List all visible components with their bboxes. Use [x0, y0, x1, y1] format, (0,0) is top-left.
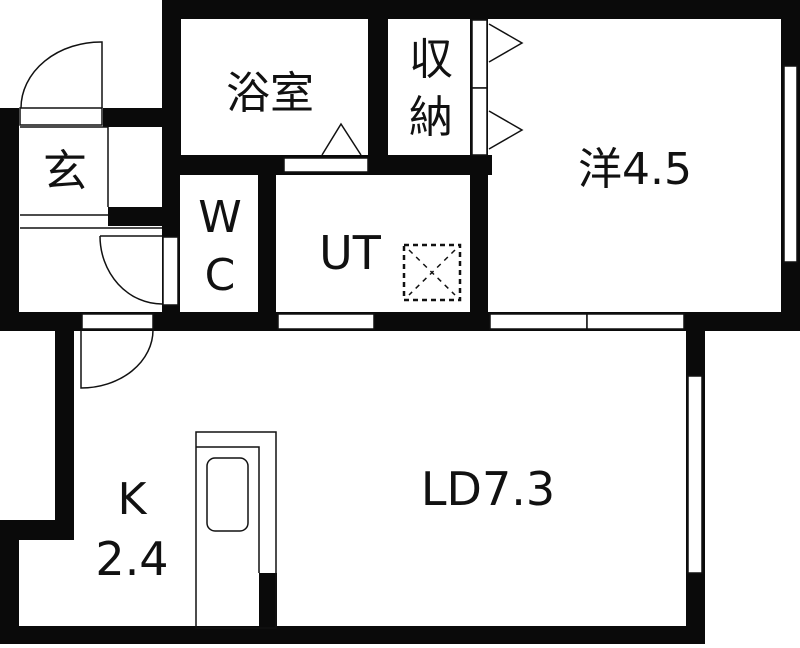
bath-door-triangle	[321, 122, 362, 156]
room-label-storage-2: 納	[409, 92, 453, 143]
room-label-genkan: 玄	[43, 146, 87, 197]
room-label-western: 洋4.5	[578, 144, 692, 195]
kitchen-counter	[195, 431, 277, 629]
kitchen-door-swing	[80, 329, 154, 389]
openings	[19, 19, 798, 574]
wc-door-swing	[99, 235, 163, 305]
room-label-wc-1: W	[198, 192, 242, 243]
room-label-kitchen-2: 2.4	[95, 532, 169, 586]
room-label-wc-2: C	[204, 250, 236, 301]
washing-machine-pan-icon	[402, 243, 462, 302]
entrance-door-swing	[20, 41, 103, 109]
room-label-bathroom: 浴室	[226, 68, 314, 119]
room-label-living-dining: LD7.3	[420, 462, 556, 516]
room-label-storage-1: 収	[409, 34, 453, 85]
closet-door-triangle-1	[488, 23, 524, 63]
fixtures	[20, 23, 524, 629]
closet-door-triangle-2	[488, 110, 524, 150]
room-label-utility: UT	[319, 226, 381, 280]
room-label-kitchen-1: K	[117, 474, 147, 525]
kitchen-sink-icon	[206, 457, 249, 532]
